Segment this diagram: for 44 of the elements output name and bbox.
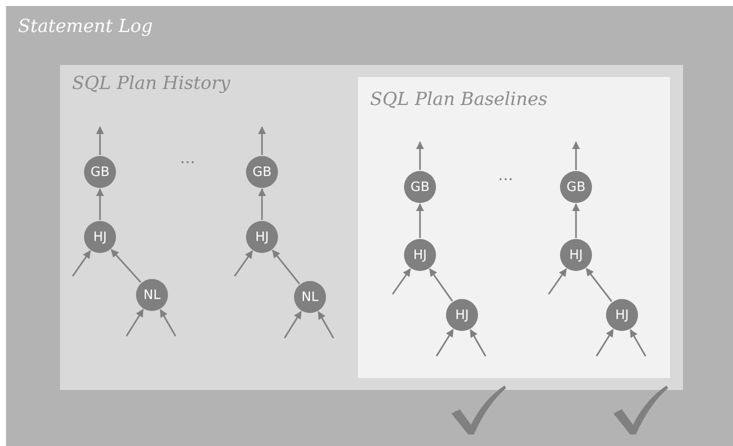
arrow [126, 308, 144, 337]
arrow [436, 328, 454, 357]
arrow [392, 268, 411, 295]
operator-circle: HJ [84, 221, 116, 253]
arrow [318, 311, 334, 338]
operator-circle: HJ [606, 299, 638, 331]
panel-title: Statement Log [18, 16, 153, 37]
operator-circle: NL [136, 279, 168, 311]
outer-panel [6, 6, 733, 446]
arrow [258, 188, 266, 220]
operator-circle: GB [84, 156, 116, 188]
panel-title: SQL Plan History [72, 73, 230, 94]
operator-circle: GB [404, 171, 436, 203]
arrow [586, 268, 612, 302]
operator-circle: HJ [246, 221, 278, 253]
operator-circle: HJ [404, 239, 436, 271]
arrow [572, 141, 580, 170]
inner-panel [358, 77, 670, 378]
operator-circle: GB [560, 171, 592, 203]
operator-circle: HJ [560, 239, 592, 271]
arrow [160, 309, 176, 336]
arrow [272, 250, 300, 284]
operator-circle: NL [294, 281, 326, 313]
operator-circle: HJ [446, 299, 478, 331]
arrow [429, 268, 453, 302]
arrow [596, 328, 614, 357]
arrow [234, 250, 253, 277]
inner-panel [60, 65, 683, 390]
arrow [284, 310, 302, 339]
arrow [258, 126, 266, 155]
arrow [416, 203, 424, 238]
panel-title: SQL Plan Baselines [370, 89, 548, 110]
arrow [96, 188, 104, 220]
arrow [470, 329, 486, 356]
ellipsis-label: ... [180, 148, 196, 167]
arrow [416, 141, 424, 170]
arrow [630, 329, 646, 356]
arrow [548, 268, 567, 295]
operator-circle: GB [246, 156, 278, 188]
ellipsis-label: ... [498, 165, 514, 184]
arrow [572, 203, 580, 238]
arrow [72, 250, 91, 277]
arrow [96, 126, 104, 155]
arrow [110, 249, 142, 283]
